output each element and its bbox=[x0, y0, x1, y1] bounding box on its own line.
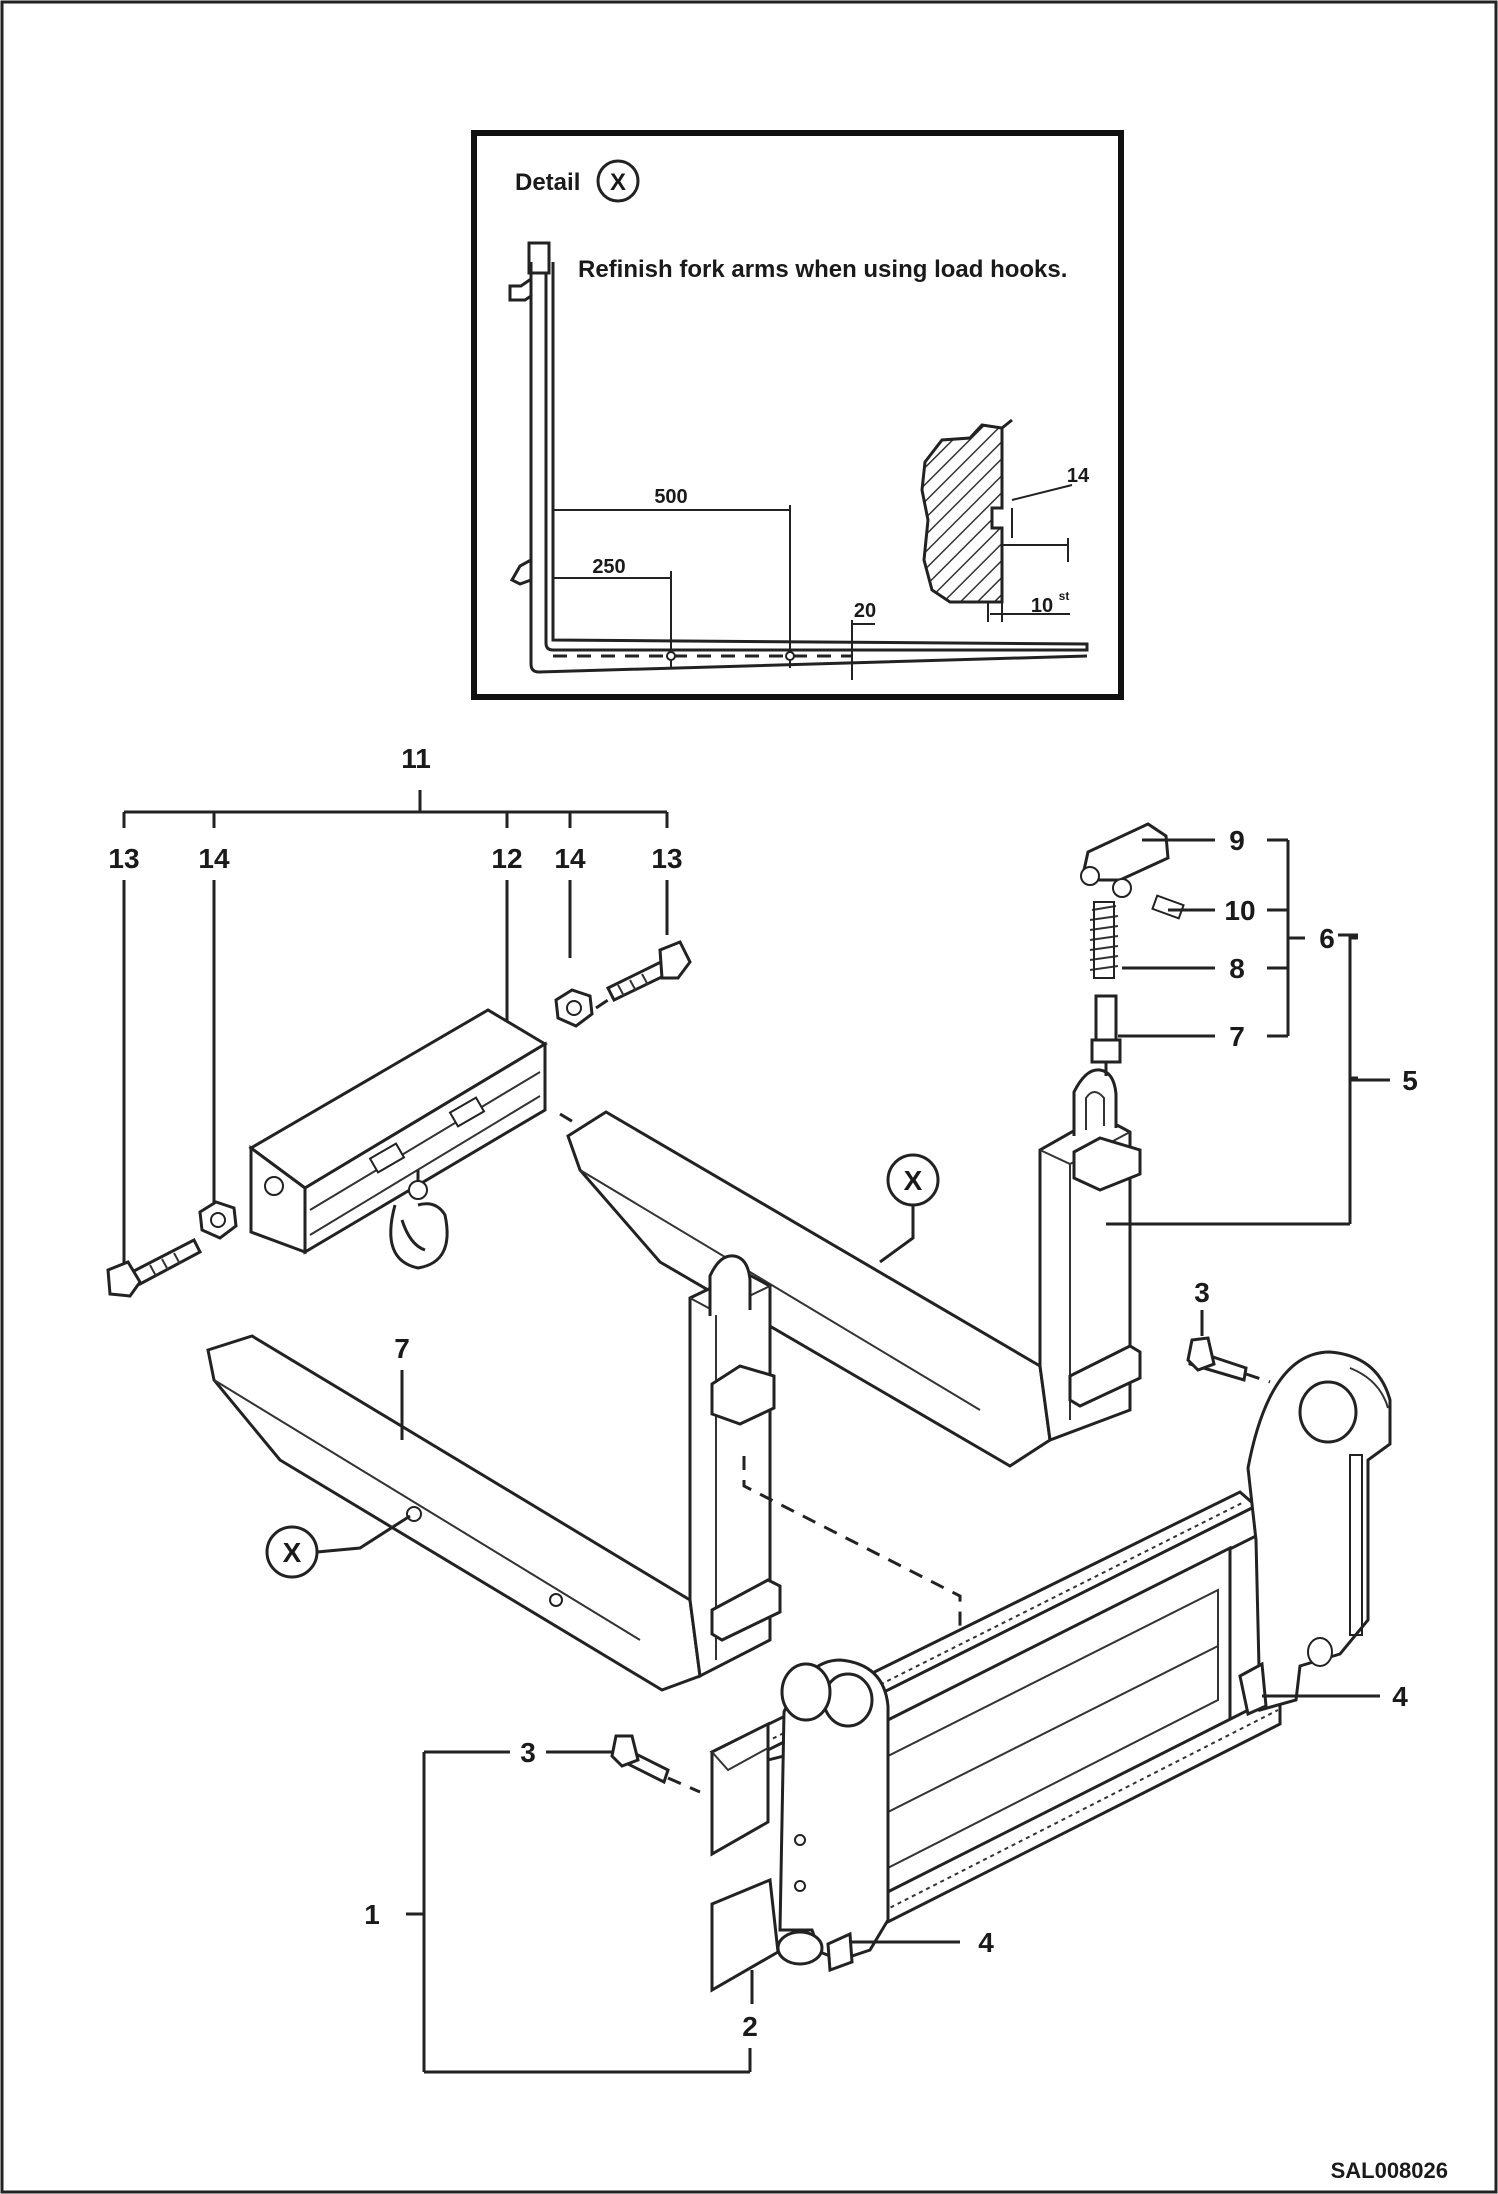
callout-11: 11 bbox=[401, 743, 431, 774]
detail-marker-label: X bbox=[610, 169, 626, 196]
callout-1: 1 bbox=[364, 1899, 380, 1930]
section-view: 14 10 st bbox=[920, 418, 1090, 622]
dim-500: 500 bbox=[654, 486, 687, 508]
callout-14-right: 14 bbox=[554, 843, 586, 874]
x-marker-upper: X bbox=[879, 1153, 940, 1264]
callout-3-upper: 3 bbox=[1194, 1277, 1210, 1308]
load-hook-beam bbox=[248, 1008, 548, 1270]
spring bbox=[1089, 901, 1119, 979]
detail-title: Detail bbox=[515, 169, 580, 196]
callout-12: 12 bbox=[491, 843, 522, 874]
bolt-right bbox=[605, 940, 692, 1002]
svg-text:X: X bbox=[283, 1537, 302, 1568]
fork-arm-upper bbox=[566, 933, 1358, 1468]
callout-group-6: 9 10 8 7 6 bbox=[1118, 825, 1358, 1052]
fork-arm-lower bbox=[206, 1254, 782, 1692]
callout-13-left: 13 bbox=[108, 843, 139, 874]
callout-4-upper: 4 bbox=[1392, 1681, 1408, 1712]
detail-box: Detail X Refinish fork arms when using l… bbox=[471, 130, 1124, 700]
dim-250: 250 bbox=[592, 556, 625, 578]
callout-14-left: 14 bbox=[198, 843, 230, 874]
dim-14: 14 bbox=[1067, 465, 1090, 487]
callout-3-lower: 3 bbox=[520, 1737, 536, 1768]
bolt-3-upper bbox=[1186, 1336, 1271, 1384]
bolt-3-lower bbox=[610, 1734, 701, 1794]
nut-left bbox=[198, 1200, 238, 1240]
callout-8: 8 bbox=[1229, 953, 1245, 984]
fork-side-view bbox=[508, 241, 1089, 674]
callout-7-upper: 7 bbox=[1229, 1021, 1245, 1052]
svg-text:X: X bbox=[904, 1165, 923, 1196]
callout-5: 5 bbox=[1402, 1065, 1418, 1096]
detail-note: Refinish fork arms when using load hooks… bbox=[578, 256, 1067, 283]
detail-marker-icon bbox=[596, 159, 640, 203]
bolt-left bbox=[106, 1237, 202, 1298]
callout-9: 9 bbox=[1229, 825, 1245, 856]
dim-20: 20 bbox=[854, 600, 876, 622]
drawing-reference: SAL008026 bbox=[1331, 2158, 1448, 2183]
nut-right bbox=[554, 988, 594, 1028]
callout-2: 2 bbox=[742, 2011, 758, 2042]
dim-10-sup: st bbox=[1059, 589, 1070, 603]
callout-13-right: 13 bbox=[651, 843, 682, 874]
dim-10: 10 bbox=[1031, 595, 1053, 617]
latch-assembly bbox=[1080, 822, 1185, 1078]
callout-6: 6 bbox=[1319, 923, 1335, 954]
callout-group-11: 11 13 14 12 14 13 bbox=[108, 743, 683, 1270]
callout-group-1: 1 2 bbox=[364, 1750, 758, 2074]
fork-carriage bbox=[709, 1350, 1392, 1993]
callout-4-lower: 4 bbox=[978, 1927, 994, 1958]
callout-7-lower: 7 bbox=[394, 1333, 410, 1364]
callout-10: 10 bbox=[1224, 895, 1255, 926]
x-marker-lower: X bbox=[265, 1514, 411, 1579]
